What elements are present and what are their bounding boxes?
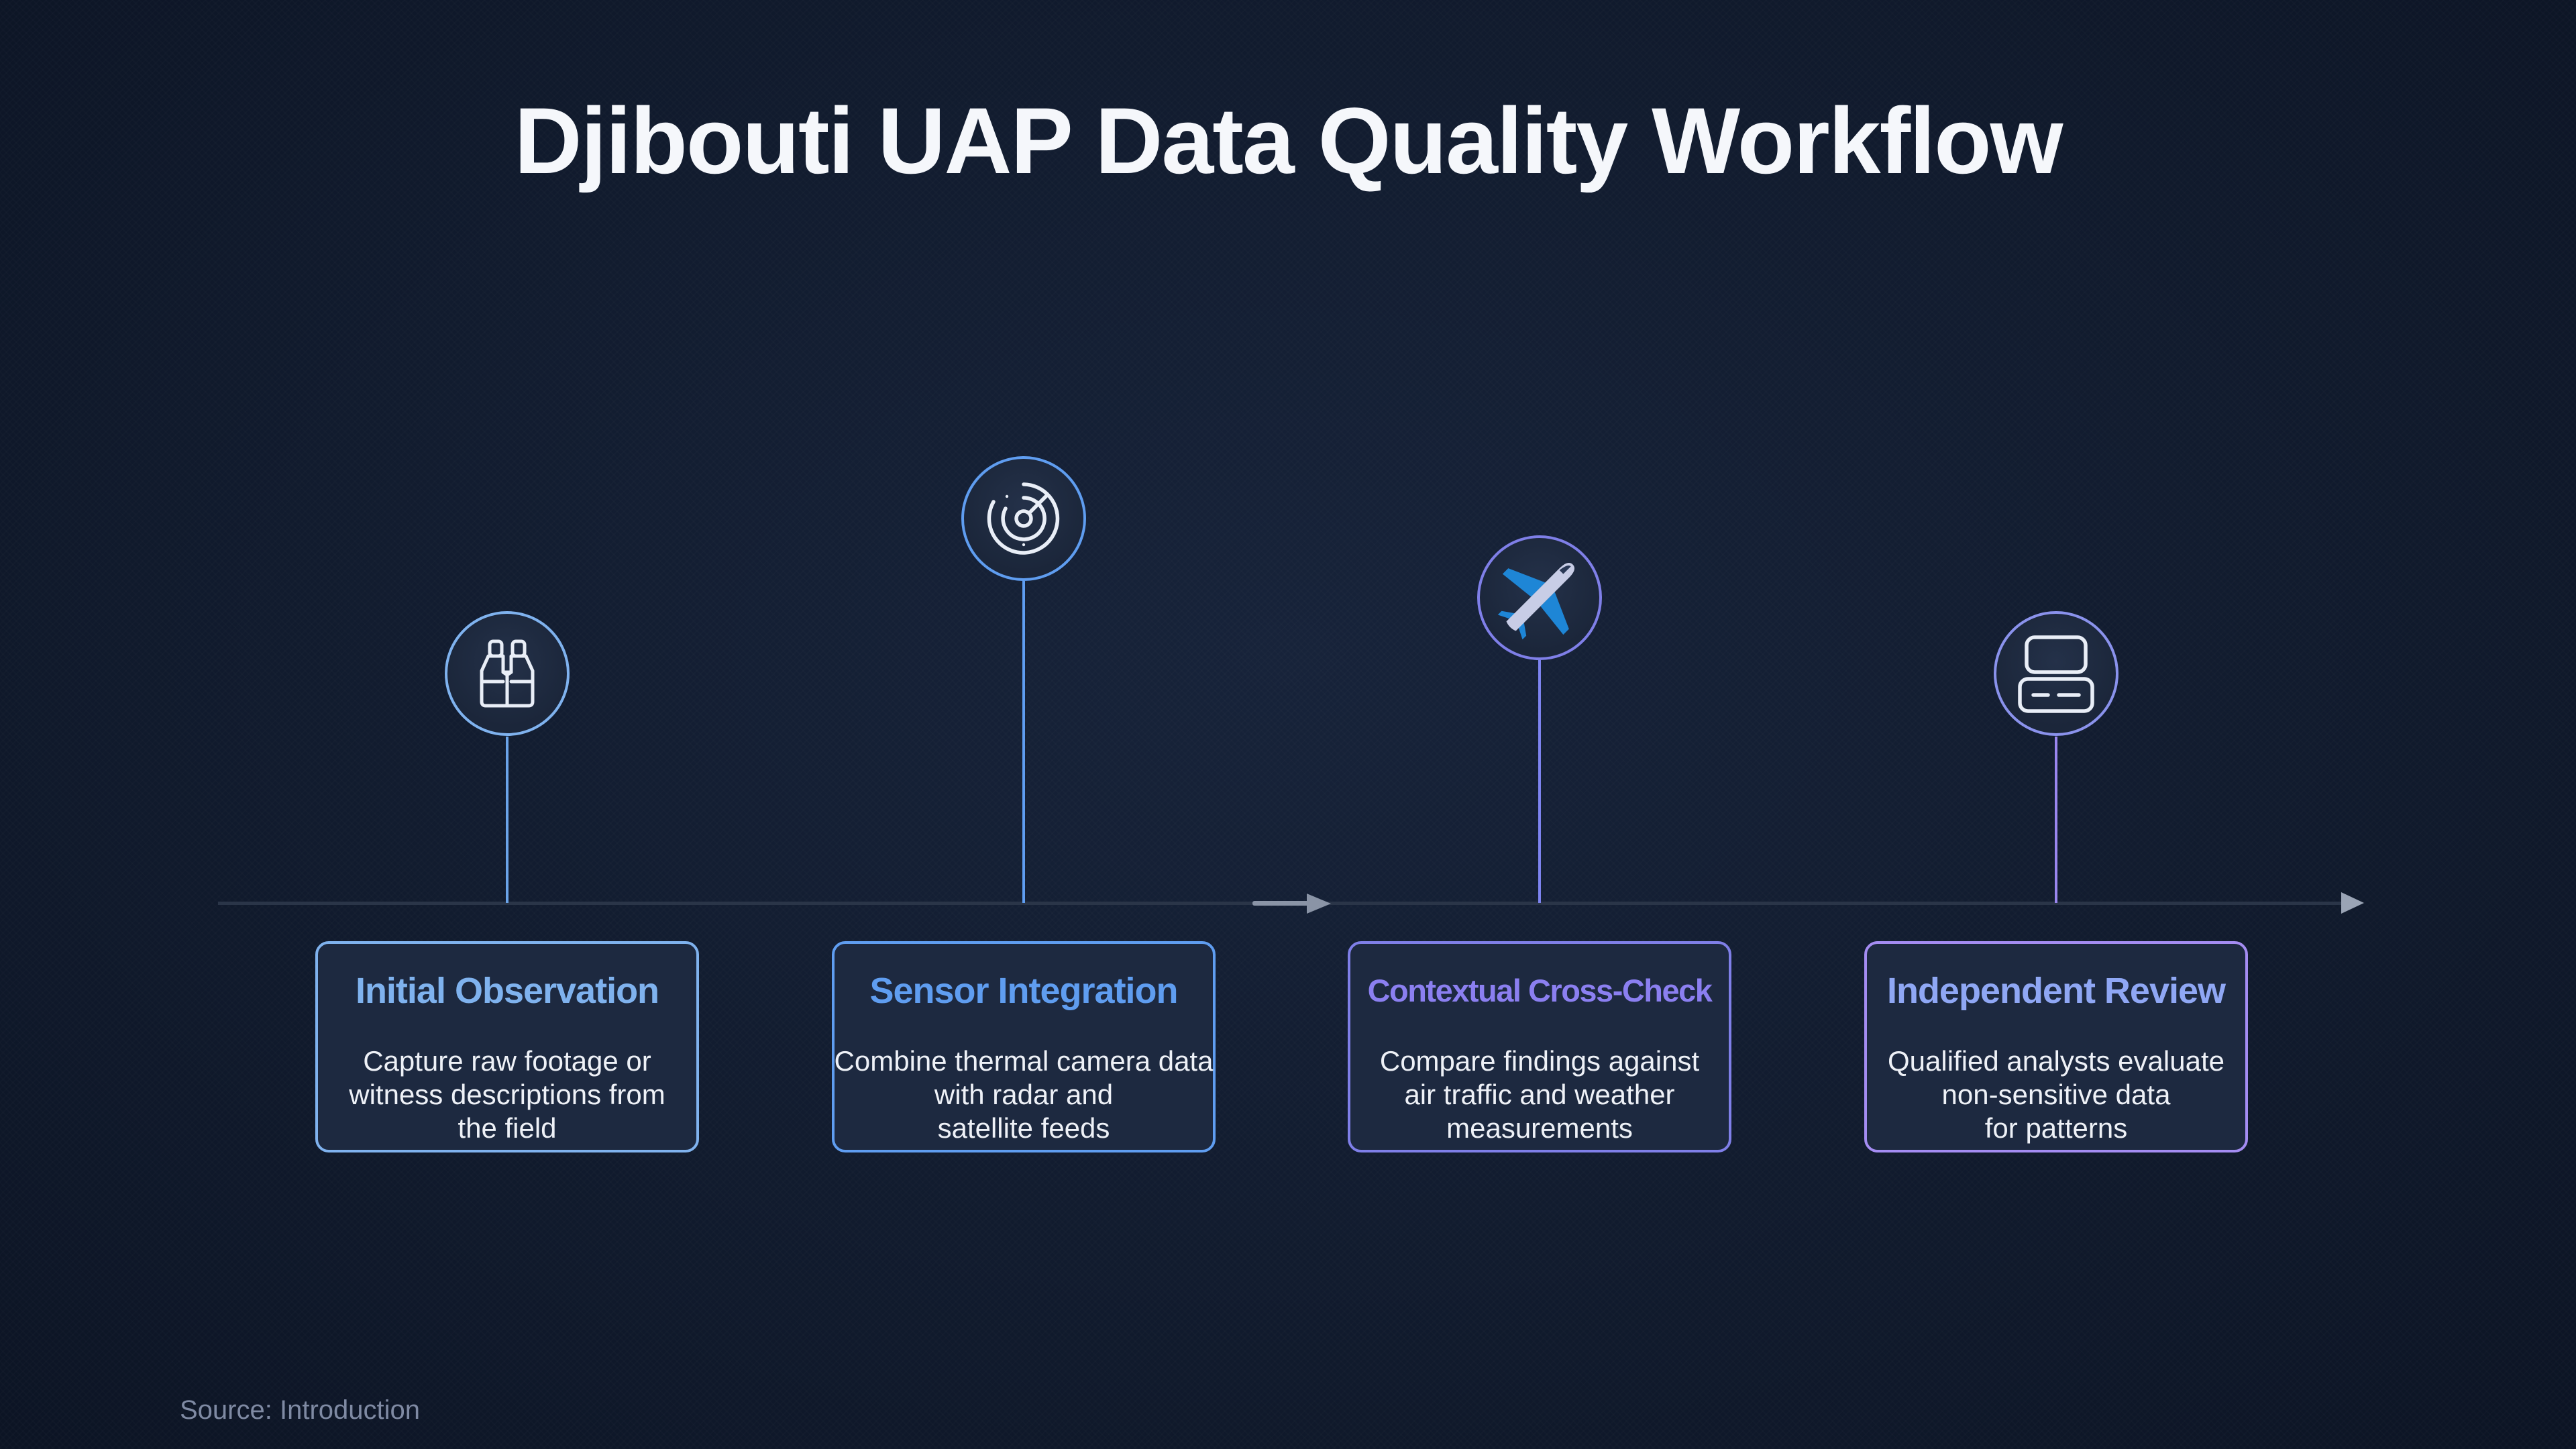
step-2-description-line: Combine thermal camera data [834,1045,1214,1077]
step-4-title: Independent Review [1886,971,2226,1011]
step-1-connector [506,737,508,903]
page-title: Djibouti UAP Data Quality Workflow [514,88,2063,193]
step-3-description-line: air traffic and weather [1404,1079,1675,1110]
step-4-description-line: non-sensitive data [1941,1079,2171,1110]
step-4-node [1994,611,2118,736]
step-2-card: Sensor Integration Combine thermal camer… [832,941,1216,1152]
step-2-description-line: satellite feeds [937,1112,1110,1144]
flow-arrow [1252,901,1313,906]
step-4-card: Independent Review Qualified analysts ev… [1864,941,2248,1152]
radar-icon [987,482,1060,555]
step-2-title: Sensor Integration [869,971,1178,1011]
source-note: Source: Introduction [180,1395,420,1425]
step-1-description-line: Capture raw footage or [363,1045,651,1077]
step-3-connector [1538,660,1541,903]
step-1-description-line: the field [458,1112,557,1144]
step-2-node [961,456,1086,581]
binoculars-icon [480,639,535,708]
step-2-description: Combine thermal camera data with radar a… [821,1044,1226,1145]
step-2-connector [1022,581,1025,903]
timeline-arrowhead [2341,892,2364,914]
step-3-description-line: measurements [1446,1112,1633,1144]
step-3-description-line: Compare findings against [1379,1045,1700,1077]
airplane-icon [1497,562,1575,640]
step-3-description: Compare findings against air traffic and… [1337,1044,1742,1145]
step-4-description: Qualified analysts evaluate non-sensitiv… [1854,1044,2259,1145]
step-1-description: Capture raw footage or witness descripti… [305,1044,710,1145]
step-4-description-line: for patterns [1984,1112,2128,1144]
step-1-card: Initial Observation Capture raw footage … [315,941,699,1152]
step-4-connector [2055,737,2057,903]
step-2-description-line: with radar and [934,1079,1114,1110]
step-4-description-line: Qualified analysts evaluate [1888,1045,2224,1077]
step-1-description-line: witness descriptions from [349,1079,665,1110]
step-3-card: Contextual Cross-Check Compare findings … [1348,941,1731,1152]
flow-arrow-head [1307,894,1331,914]
step-3-node [1477,535,1602,660]
data-drive-icon [2018,635,2094,713]
step-3-title: Contextual Cross-Check [1367,973,1713,1008]
step-1-title: Initial Observation [355,971,659,1011]
step-1-node [445,611,570,736]
